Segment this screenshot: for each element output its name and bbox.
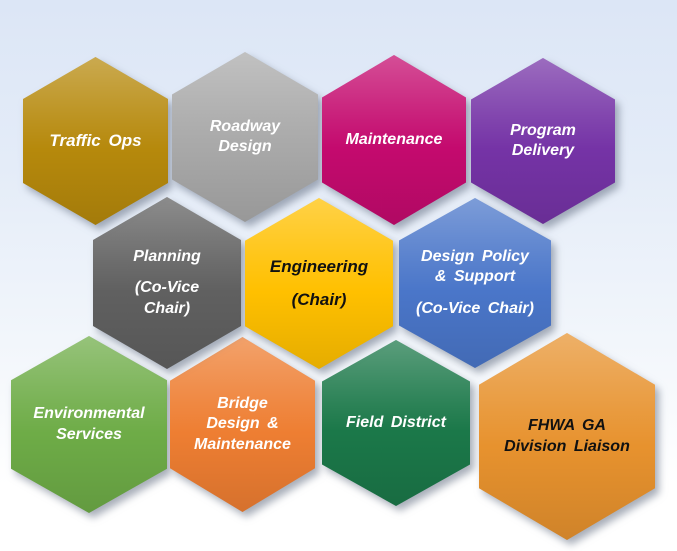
hexagon-label-line: Field District <box>346 413 446 431</box>
hexagon-fhwa-ga-division-liaison: FHWA GA Division Liaison <box>479 333 655 540</box>
hexagon-label-line: Maintenance <box>194 435 291 453</box>
hexagon-label-line: (Chair) <box>291 290 347 309</box>
hexagon-label-line: Chair) <box>143 299 191 317</box>
hexagon-label: Maintenance <box>346 130 443 150</box>
hexagon-label-line: Bridge <box>217 394 268 412</box>
hexagon-traffic-ops: Traffic Ops <box>23 57 168 225</box>
hexagon-label-line: Environmental <box>33 405 145 423</box>
hexagon-engineering-chair: Engineering (Chair) <box>245 198 393 369</box>
hexagon-label-line: (Co-Vice <box>134 279 200 297</box>
hexagon-label-line: Maintenance <box>345 130 443 148</box>
hexagon-maintenance: Maintenance <box>322 55 466 225</box>
hexagon-shape: Traffic Ops <box>23 57 168 225</box>
hexagon-label-line: Planning <box>133 247 201 265</box>
hexagon-label-line: Services <box>56 425 122 443</box>
hexagon-label: Engineering (Chair) <box>270 256 368 311</box>
hexagon-label-line: Division Liaison <box>504 437 630 455</box>
hexagon-shape: Maintenance <box>322 55 466 225</box>
hexagon-label-line: Design <box>218 138 272 155</box>
hexagon-label-line: Engineering <box>269 257 369 277</box>
hexagon-label: Traffic Ops <box>49 130 141 152</box>
hexagon-label-line: Design & <box>206 415 279 433</box>
hexagon-label-line: Design Policy <box>421 247 529 265</box>
hexagon-field-district: Field District <box>322 340 470 506</box>
hexagon-label: Design Policy & Support (Co-Vice Chair) <box>416 247 534 319</box>
hexagon-label-line: Program <box>510 121 576 139</box>
hexagon-label-line: Traffic Ops <box>49 131 142 151</box>
hexagon-label-line: Roadway <box>209 117 281 135</box>
hexagon-label-line: (Co-Vice Chair) <box>416 299 534 317</box>
hexagon-label-line: FHWA GA <box>528 417 606 435</box>
hexagon-label: Field District <box>346 413 446 433</box>
hexagon-label-line: & Support <box>434 268 516 286</box>
hexagon-label-line: Delivery <box>511 142 575 159</box>
hexagon-design-policy-support: Design Policy & Support (Co-Vice Chair) <box>399 198 551 368</box>
hexagon-label: FHWA GA Division Liaison <box>504 416 630 457</box>
